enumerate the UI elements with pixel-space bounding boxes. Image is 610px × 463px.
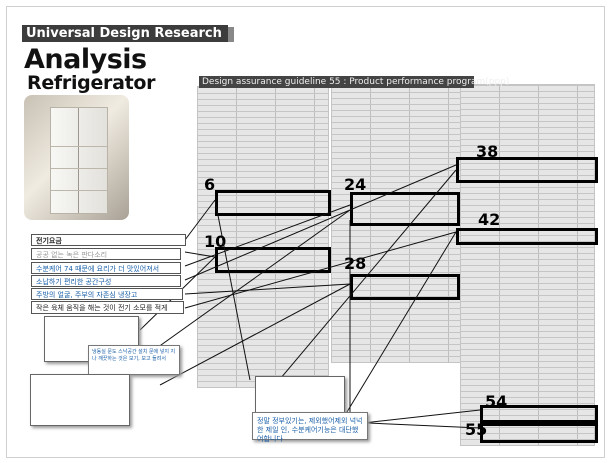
label-moisture-care: 수분케어 74 때문에 요리가 더 맛있어져서 <box>31 262 181 274</box>
refrigerator-photo <box>24 95 129 220</box>
section-banner: Universal Design Research <box>22 25 228 42</box>
highlight-box-6 <box>215 190 331 216</box>
comment-note-blue-1: 냉동실 문도 스낙공간 설치 문에 넣지 지나 깨끗하는 것은 보기, 보고 들… <box>88 345 180 375</box>
label-power-saving: 작은 육체 움직을 해는 것이 전기 소모를 적게 <box>31 301 184 314</box>
label-storage-space: 소납하기 편리한 공간구성 <box>31 275 181 287</box>
callout-number: 42 <box>478 210 501 229</box>
callout-number: 24 <box>344 175 367 194</box>
comment-note-blue-2: 정말 정부있기는, 제외했어제외 넉넉한 제일 인, 수분케어기능은 대단했어합… <box>252 412 368 443</box>
comment-note-3 <box>255 376 345 414</box>
callout-number: 10 <box>204 232 227 251</box>
comment-note-2 <box>30 374 130 426</box>
highlight-box-55 <box>480 423 598 443</box>
page-subtitle: Refrigerator <box>27 72 156 94</box>
callout-number: 54 <box>485 392 508 411</box>
page-title: Analysis <box>24 44 147 75</box>
callout-number: 38 <box>476 142 499 161</box>
highlight-box-54 <box>480 405 598 423</box>
guideline-page-3 <box>460 84 595 446</box>
callout-number: 6 <box>204 175 216 194</box>
highlight-box-38 <box>456 157 598 183</box>
highlight-box-10 <box>215 247 331 273</box>
banner-accent <box>228 27 234 42</box>
label-kitchen-face: 주방의 얼굴, 주부의 자존심 냉장고 <box>31 288 183 300</box>
callout-number: 55 <box>465 420 488 439</box>
label-quiet: 공공 없는 녹은 판다소리 <box>31 248 181 260</box>
document-header: Design assurance guideline 55 : Product … <box>199 76 509 88</box>
label-electricity-fee: 전기요금 <box>31 234 186 246</box>
highlight-box-42 <box>456 228 598 245</box>
highlight-box-28 <box>350 274 460 300</box>
refrigerator-illustration <box>50 107 108 214</box>
